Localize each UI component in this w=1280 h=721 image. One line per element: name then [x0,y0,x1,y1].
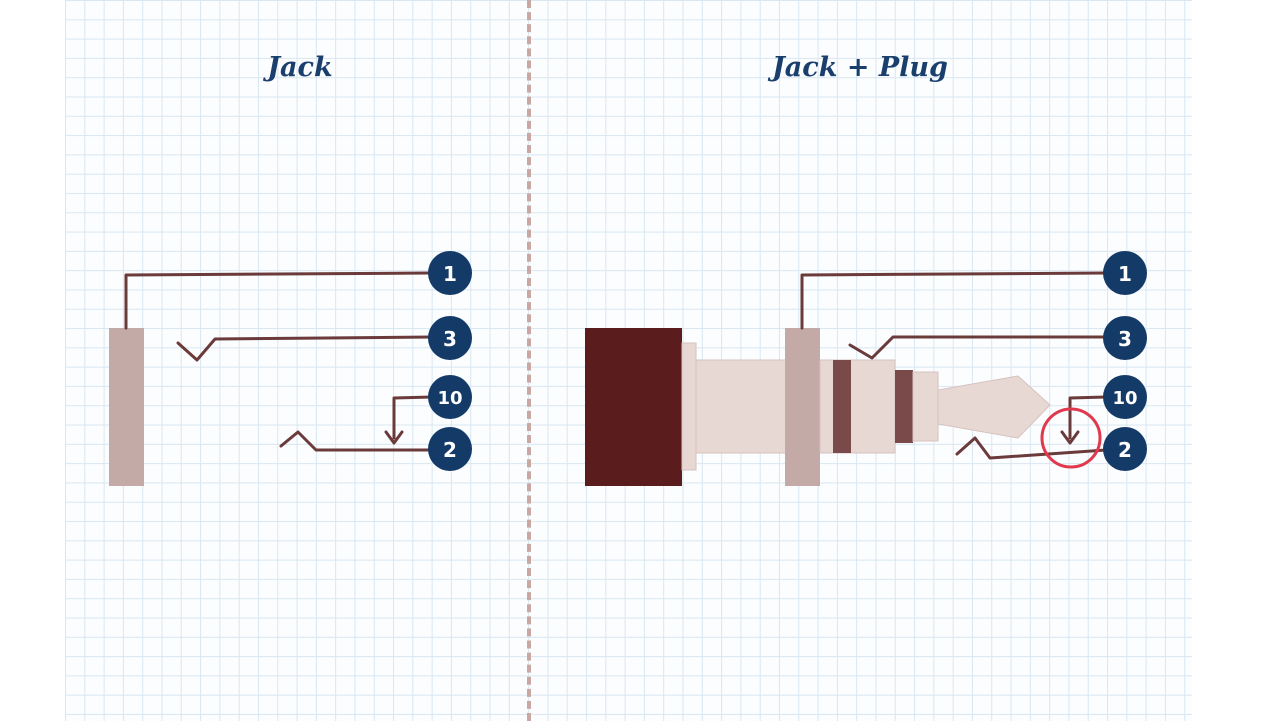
plug-tip [937,375,1051,439]
panel-divider [527,0,531,721]
plug-band-2 [895,370,913,443]
jack-sleeve [109,328,144,486]
svg-text:1: 1 [1118,262,1132,286]
plug-ring [819,359,896,454]
plug-collar [681,342,697,471]
svg-text:2: 2 [1118,438,1132,462]
wire-pin-2-right [955,436,1108,460]
svg-text:10: 10 [437,388,462,409]
svg-text:10: 10 [1112,388,1137,409]
jack-sleeve-right [785,328,820,486]
plug-band-1 [833,360,851,453]
right-plug [585,328,1051,486]
left-panel-title: Jack [267,52,333,83]
left-pin-1: 1 [428,251,472,295]
right-panel-title: Jack + Plug [772,52,948,83]
left-pin-3: 3 [428,316,472,360]
plug-shaft [695,359,787,454]
left-pin-2: 2 [428,427,472,471]
wire-pin-1 [124,271,432,330]
wire-pin-10 [392,395,434,440]
highlight-circle [1040,407,1102,469]
wire-pin-2 [279,430,434,452]
contact-arrow-icon [384,430,404,445]
left-pin-10: 10 [428,375,472,419]
contact-arrow-icon-right [1060,430,1080,445]
svg-text:1: 1 [443,262,457,286]
svg-text:2: 2 [443,438,457,462]
plug-neck [912,371,939,442]
right-pin-3: 3 [1103,316,1147,360]
left-jack-diagram [109,271,434,486]
right-pin-2: 2 [1103,427,1147,471]
wire-pin-3 [176,335,434,362]
svg-text:3: 3 [1118,327,1132,351]
wire-pin-3-right [848,335,1108,360]
svg-text:3: 3 [443,327,457,351]
wire-pin-10-right [1068,395,1108,440]
right-pin-1: 1 [1103,251,1147,295]
right-pin-10: 10 [1103,375,1147,419]
wire-pin-1-right [800,271,1108,330]
plug-cap [585,328,682,486]
